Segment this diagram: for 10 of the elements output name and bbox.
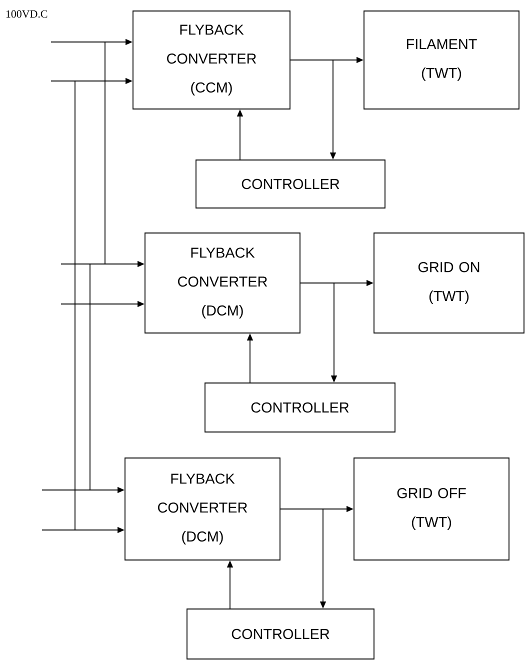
load-box: GRID OFF (TWT) bbox=[354, 458, 510, 560]
supply-label: 100VD.C bbox=[6, 10, 48, 18]
controller-box: CONTROLLER bbox=[186, 608, 374, 660]
controller-box: CONTROLLER bbox=[204, 382, 396, 432]
converter-box: FLYBACK CONVERTER (DCM) bbox=[144, 232, 300, 334]
load-box: GRID ON (TWT) bbox=[374, 232, 524, 334]
converter-box: FLYBACK CONVERTER (DCM) bbox=[124, 458, 280, 560]
load-box: FILAMENT (TWT) bbox=[364, 10, 520, 110]
converter-box: FLYBACK CONVERTER (CCM) bbox=[132, 10, 290, 110]
controller-box: CONTROLLER bbox=[196, 160, 386, 208]
